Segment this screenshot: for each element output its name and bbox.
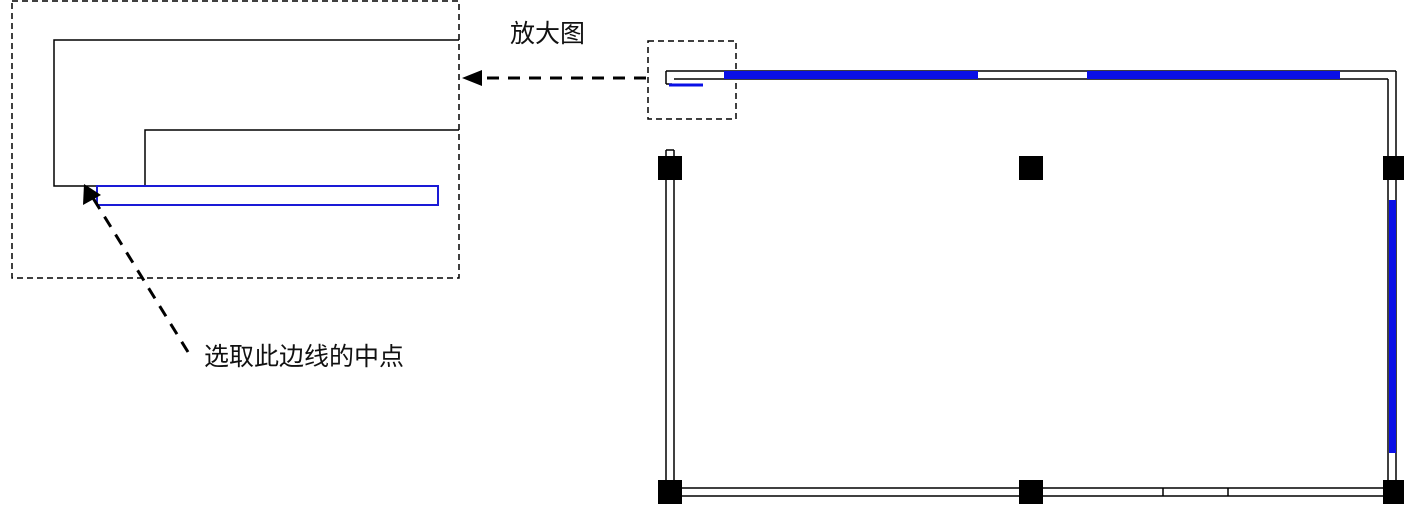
midpoint-arrow	[83, 184, 190, 353]
selection-box	[647, 40, 737, 120]
zoom-inner-wall-line	[144, 129, 459, 186]
zoom-outer-wall-line	[53, 39, 459, 187]
zoom-detail-frame	[11, 0, 460, 279]
column-center-bottom	[1019, 480, 1043, 504]
zoom-detail-group	[11, 0, 460, 279]
zoom-arrow-head	[462, 70, 482, 86]
column-center-top	[1019, 156, 1043, 180]
floor-plan	[647, 40, 1404, 504]
midpoint-arrow-line	[91, 197, 190, 353]
select-midpoint-label: 选取此边线的中点	[204, 342, 405, 371]
top-window-2	[1087, 71, 1340, 79]
column-left-bottom	[658, 480, 682, 504]
right-window	[1389, 200, 1396, 453]
zoom-arrow	[462, 70, 646, 86]
column-left-top	[658, 156, 682, 180]
midpoint-arrow-head	[83, 184, 101, 205]
column-right-top	[1383, 156, 1404, 180]
column-right-bottom	[1383, 480, 1404, 504]
zoom-window-rect	[96, 185, 439, 206]
enlarged-view-label: 放大图	[510, 19, 586, 48]
top-window-1	[724, 71, 978, 79]
